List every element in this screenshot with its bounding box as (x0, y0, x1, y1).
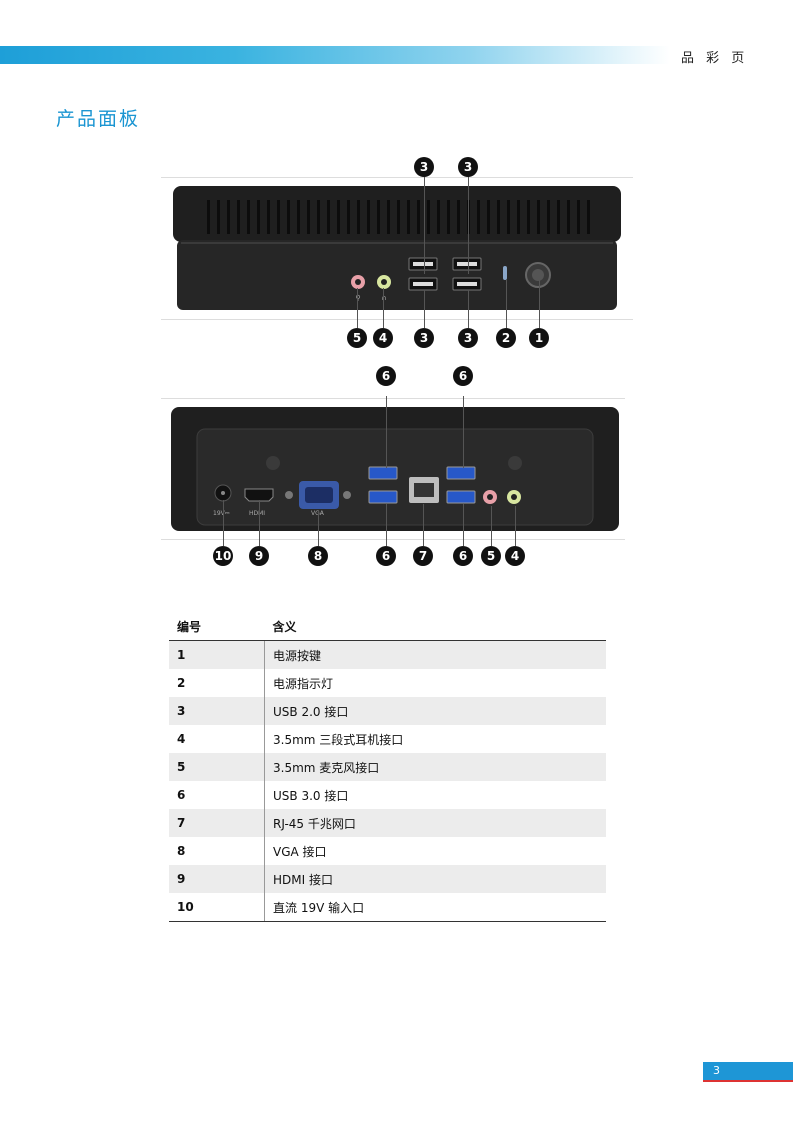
rear-label-vga: VGA (311, 510, 324, 517)
row-number: 3 (169, 697, 265, 725)
table-row: 8 VGA 接口 (169, 837, 606, 865)
table-row: 4 3.5mm 三段式耳机接口 (169, 725, 606, 753)
row-number: 10 (169, 893, 265, 922)
front-callout-mic: 5 (347, 328, 367, 348)
footer-bar (703, 1062, 793, 1080)
table-row: 9 HDMI 接口 (169, 865, 606, 893)
footer-accent-line (703, 1080, 793, 1082)
svg-text:⚲: ⚲ (355, 294, 360, 302)
front-callout-usb2-top-right: 3 (458, 157, 478, 177)
rear-callout-usb3-bottom-left: 6 (376, 546, 396, 566)
row-description: 电源指示灯 (273, 676, 334, 691)
rear-callout-dc-in: 10 (213, 546, 233, 566)
rear-callout-mic: 5 (481, 546, 501, 566)
front-callout-power-led: 2 (496, 328, 516, 348)
row-description: 3.5mm 麦克风接口 (264, 753, 606, 781)
column-header-number: 编号 (169, 613, 265, 641)
row-description: 电源按键 (264, 640, 606, 669)
table-row: 2 电源指示灯 (169, 669, 606, 697)
front-callout-power-button: 1 (529, 328, 549, 348)
port-legend-table: 编号 含义 1 电源按键 2 电源指示灯 3 USB 2.0 接口 4 3.5m… (169, 613, 606, 922)
table-row: 7 RJ-45 千兆网口 (169, 809, 606, 837)
rear-label-hdmi: HDMI (249, 510, 266, 517)
rear-callout-usb3-top-right: 6 (453, 366, 473, 386)
row-description: HDMI 接口 (264, 865, 606, 893)
page-title: 产品面板 (56, 108, 141, 130)
table-row: 1 电源按键 (169, 640, 606, 669)
row-description: RJ-45 千兆网口 (264, 809, 606, 837)
rear-callout-usb3-top-left: 6 (376, 366, 396, 386)
row-number: 7 (169, 809, 265, 837)
header-band (0, 46, 670, 64)
table-row: 5 3.5mm 麦克风接口 (169, 753, 606, 781)
front-panel-photo: ⚲ ∩ (161, 177, 633, 320)
table-row: 3 USB 2.0 接口 (169, 697, 606, 725)
row-number: 6 (169, 781, 265, 809)
row-number: 4 (169, 725, 265, 753)
front-panel-device: ⚲ ∩ (173, 186, 621, 310)
row-number: 5 (169, 753, 265, 781)
rear-label-power: 19V⎓ (213, 510, 230, 517)
row-description: USB 2.0 接口 (264, 697, 606, 725)
rear-callout-hdmi: 9 (249, 546, 269, 566)
front-callout-headphone: 4 (373, 328, 393, 348)
row-description: USB 3.0 接口 (273, 788, 349, 803)
row-description: 直流 19V 输入口 (264, 893, 606, 922)
page-number: 3 (713, 1064, 720, 1077)
rear-callout-headphone: 4 (505, 546, 525, 566)
column-header-meaning: 含义 (264, 613, 606, 641)
row-description: 3.5mm 三段式耳机接口 (273, 732, 404, 747)
table-header-row: 编号 含义 (169, 613, 606, 641)
row-number: 1 (169, 640, 265, 669)
svg-text:∩: ∩ (381, 294, 386, 302)
row-number: 2 (169, 669, 265, 697)
row-description: VGA 接口 (273, 844, 327, 859)
table-row: 10 直流 19V 输入口 (169, 893, 606, 922)
row-number: 9 (169, 865, 265, 893)
table-row: 6 USB 3.0 接口 (169, 781, 606, 809)
rear-panel-device (171, 407, 619, 531)
rear-callout-vga: 8 (308, 546, 328, 566)
rear-panel-photo: 19V⎓ HDMI VGA (161, 398, 625, 540)
header-label: 品 彩 页 (681, 51, 749, 66)
row-number: 8 (169, 837, 265, 865)
front-callout-usb2-bottom-left: 3 (414, 328, 434, 348)
rear-callout-usb3-bottom-right: 6 (453, 546, 473, 566)
front-callout-usb2-top-left: 3 (414, 157, 434, 177)
front-callout-usb2-bottom-right: 3 (458, 328, 478, 348)
rear-callout-rj45: 7 (413, 546, 433, 566)
